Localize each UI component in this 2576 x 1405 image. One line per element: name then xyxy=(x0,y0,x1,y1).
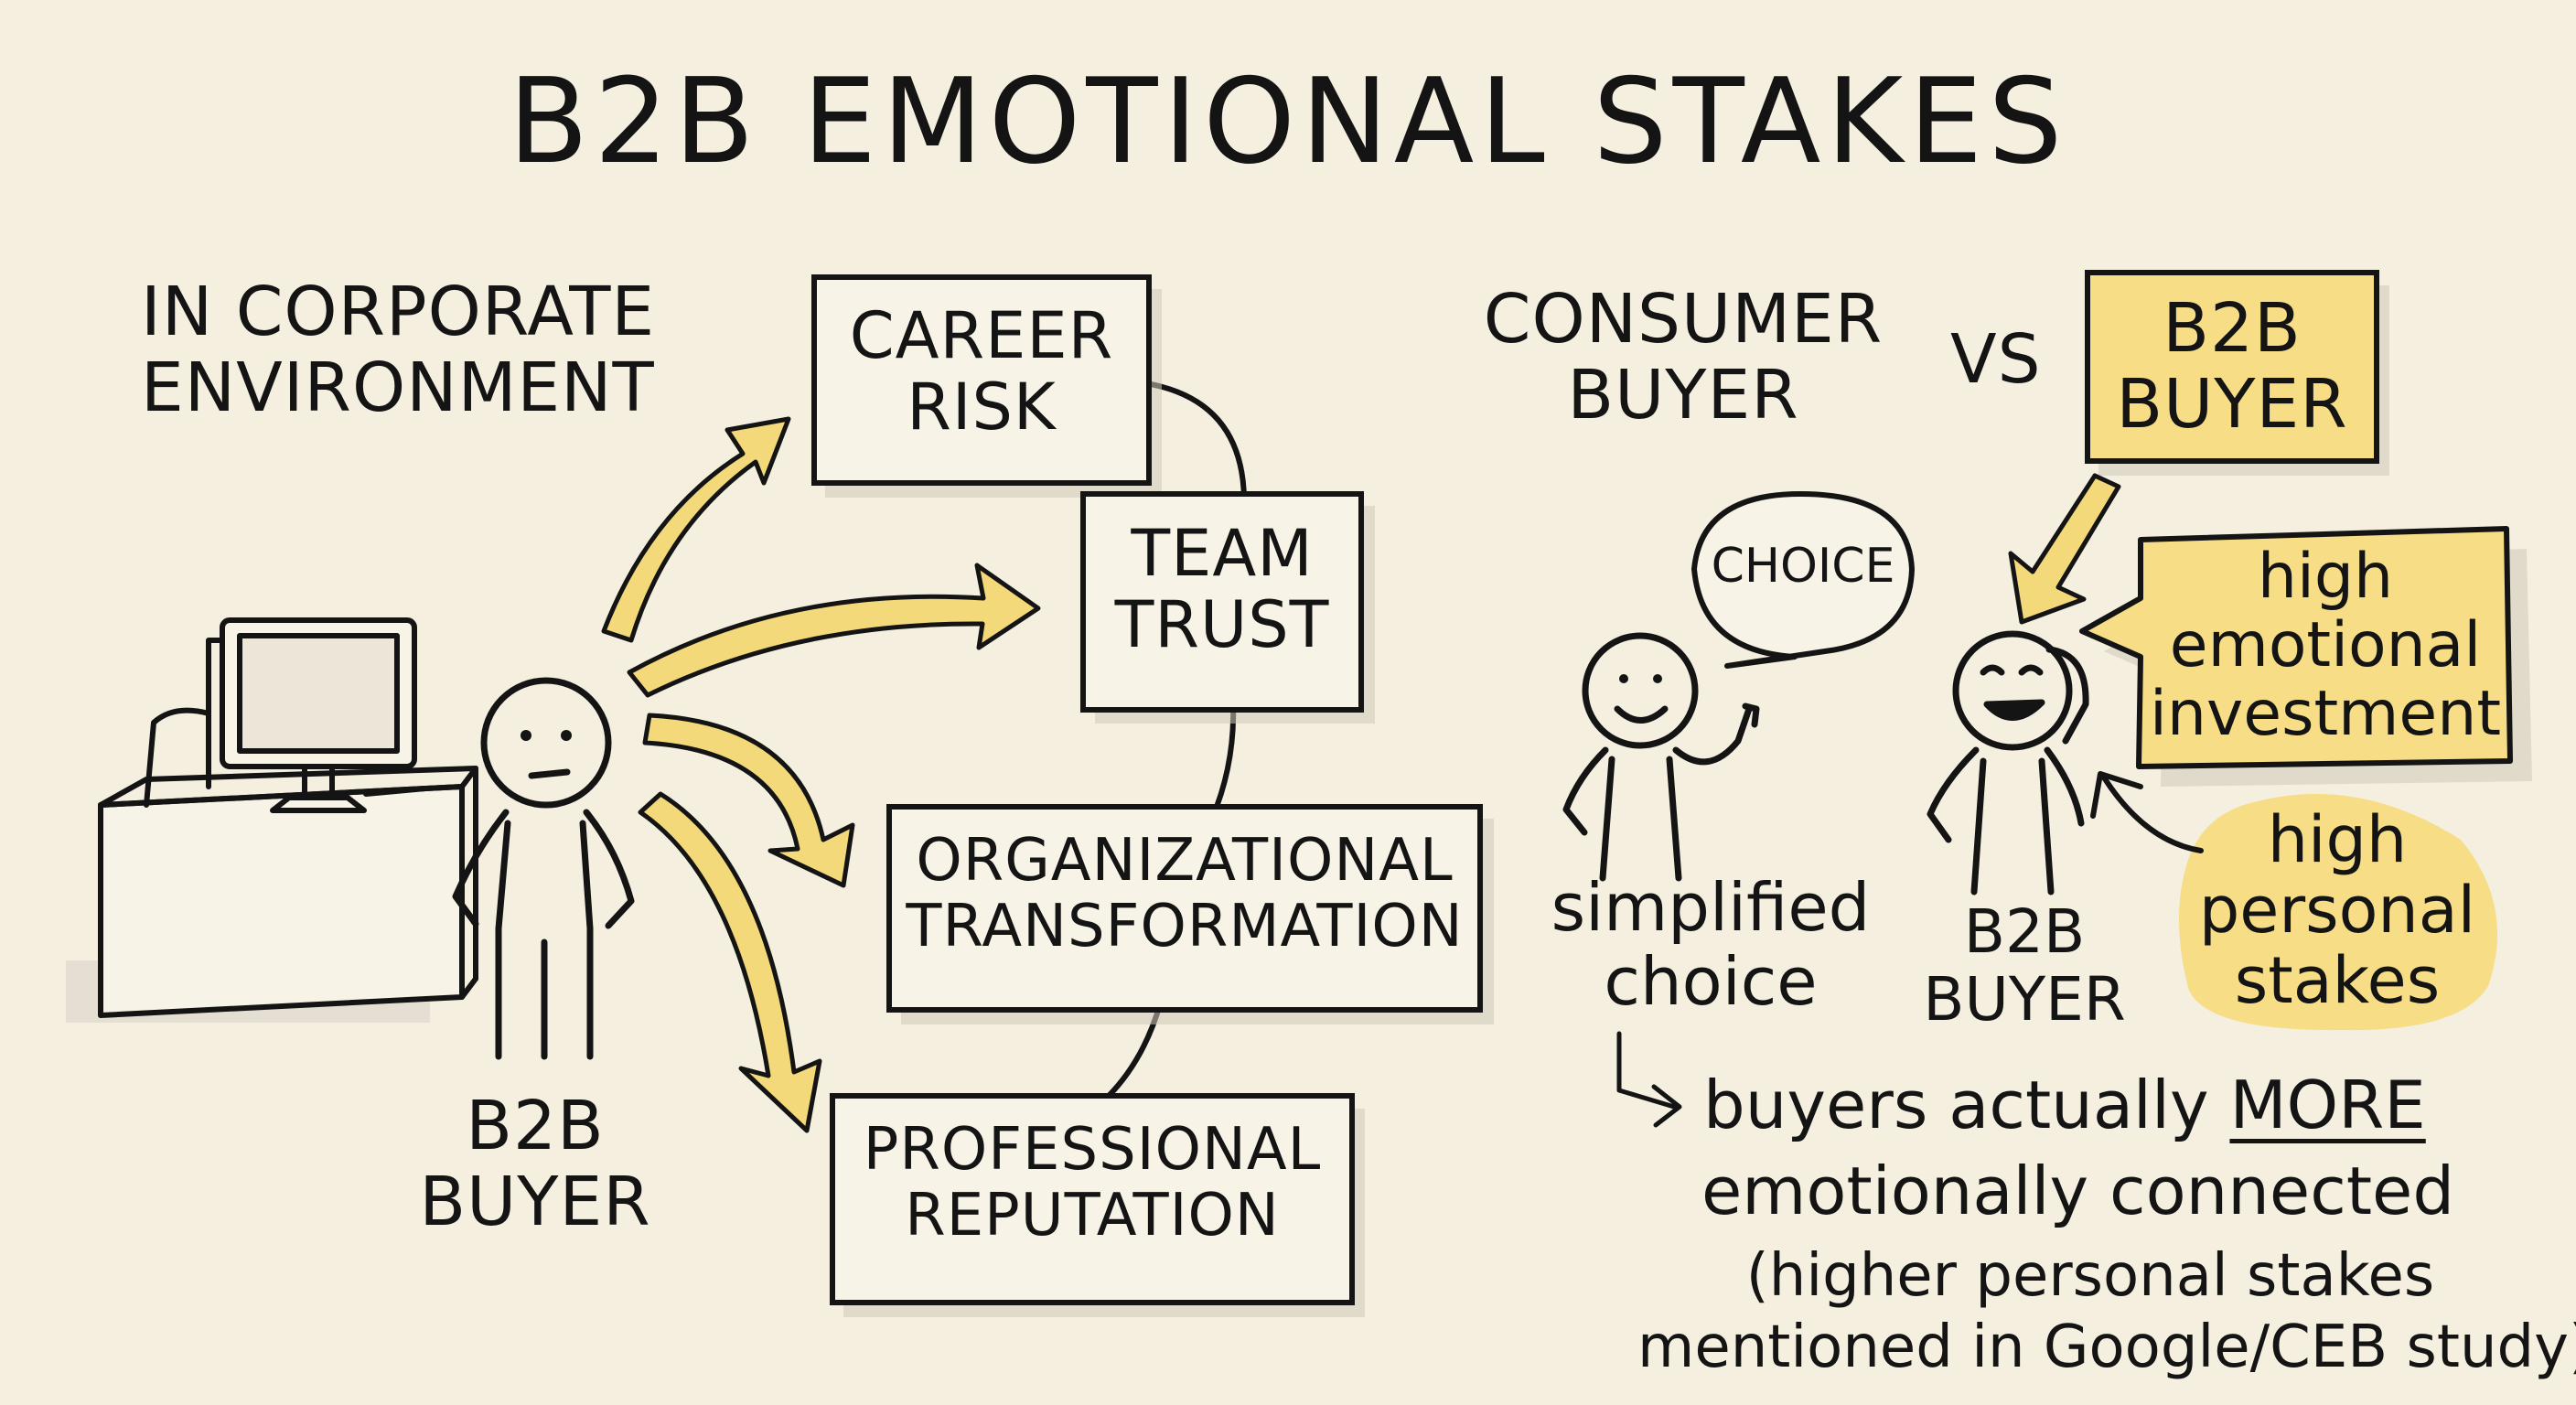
emotional-note-line: emotional xyxy=(2169,608,2482,681)
stake-box-career-risk xyxy=(811,274,1162,498)
stake-box-team-trust xyxy=(1080,491,1375,724)
stake-label-line: REPUTATION xyxy=(905,1181,1280,1249)
emotional-investment-callout xyxy=(2079,526,2532,787)
emotional-note-line: investment xyxy=(2150,677,2501,750)
b2b-buyer-header-line: BUYER xyxy=(2116,364,2348,444)
conclusion-line-1: buyers actually MORE xyxy=(1703,1068,2426,1142)
down-arrow-icon xyxy=(2008,473,2121,625)
page-title: B2B EMOTIONAL STAKES xyxy=(508,54,2068,190)
b2b-buyer-figure xyxy=(452,677,635,1060)
conclusion-arrow xyxy=(1616,1031,1682,1128)
speech-bubble xyxy=(1691,491,1915,669)
b2b-buyer-label-line: B2B xyxy=(466,1087,605,1165)
context-label-line: IN CORPORATE xyxy=(141,273,656,351)
consumer-caption-line: choice xyxy=(1604,942,1818,1020)
emotional-investment-note: high emotional investment xyxy=(2141,541,2510,750)
computer-monitor-icon xyxy=(144,617,428,813)
consumer-caption-line: simplified xyxy=(1551,869,1871,946)
b2b-buyer-label-right: B2B BUYER xyxy=(1892,898,2157,1034)
context-label-line: ENVIRONMENT xyxy=(141,348,655,427)
conclusion-emphasis: MORE xyxy=(2229,1067,2426,1143)
personal-stakes-highlight xyxy=(2179,794,2497,1031)
conclusion-note-line-1: (higher personal stakes xyxy=(1745,1242,2435,1310)
b2b-buyer-label: B2B BUYER xyxy=(393,1089,677,1240)
consumer-buyer-label-line: CONSUMER xyxy=(1483,280,1884,359)
context-label: IN CORPORATE ENVIRONMENT xyxy=(141,274,655,426)
consumer-buyer-figure xyxy=(1562,632,1760,882)
stakes-pointer-arrow xyxy=(2090,771,2204,853)
personal-stakes-line: stakes xyxy=(2234,943,2441,1018)
b2b-buyer-figure-right xyxy=(1927,630,2089,896)
desk-illustration xyxy=(66,766,478,1023)
b2b-buyer-label-right-line: B2B xyxy=(1963,896,2086,967)
consumer-buyer-label: CONSUMER BUYER xyxy=(1454,282,1912,434)
b2b-buyer-header-box xyxy=(2085,270,2389,476)
consumer-caption: simplified choice xyxy=(1519,871,1903,1018)
stake-label-team-trust: TEAM TRUST xyxy=(1083,518,1361,661)
stake-arrows xyxy=(601,416,1041,1133)
personal-stakes-line: high xyxy=(2267,802,2408,877)
stake-box-professional-reputation xyxy=(830,1093,1365,1317)
conclusion-text: buyers actually xyxy=(1703,1067,2230,1143)
stake-label-line: ORGANIZATIONAL xyxy=(916,827,1454,895)
stake-label-line: TRANSFORMATION xyxy=(906,892,1464,960)
b2b-buyer-header-label: B2B BUYER xyxy=(2088,291,2377,443)
stake-label-line: PROFESSIONAL xyxy=(863,1116,1322,1184)
conclusion-line-2: emotionally connected xyxy=(1701,1153,2455,1229)
stake-label-line: CAREER xyxy=(849,298,1114,373)
vs-label: VS xyxy=(1950,320,2042,399)
stake-label-professional-reputation: PROFESSIONAL REPUTATION xyxy=(832,1116,1352,1249)
stake-label-line: RISK xyxy=(907,370,1057,445)
stake-label-line: TEAM xyxy=(1131,516,1314,591)
conclusion-note-line-2: mentioned in Google/CEB study) xyxy=(1637,1314,2576,1381)
stake-label-line: TRUST xyxy=(1114,587,1330,663)
emotional-note-line: high xyxy=(2257,541,2394,613)
personal-stakes-note: high personal stakes xyxy=(2177,805,2497,1016)
personal-stakes-line: personal xyxy=(2198,873,2476,948)
stake-label-career-risk: CAREER RISK xyxy=(814,300,1149,444)
stake-label-organizational-transformation: ORGANIZATIONAL TRANSFORMATION xyxy=(889,827,1480,960)
b2b-buyer-label-line: BUYER xyxy=(419,1162,651,1241)
consumer-buyer-label-line: BUYER xyxy=(1567,355,1799,434)
speech-bubble-text: CHOICE xyxy=(1711,539,1895,594)
stake-box-organizational-transformation xyxy=(886,804,1494,1024)
b2b-buyer-header-line: B2B xyxy=(2163,289,2302,368)
b2b-buyer-label-right-line: BUYER xyxy=(1923,963,2126,1035)
